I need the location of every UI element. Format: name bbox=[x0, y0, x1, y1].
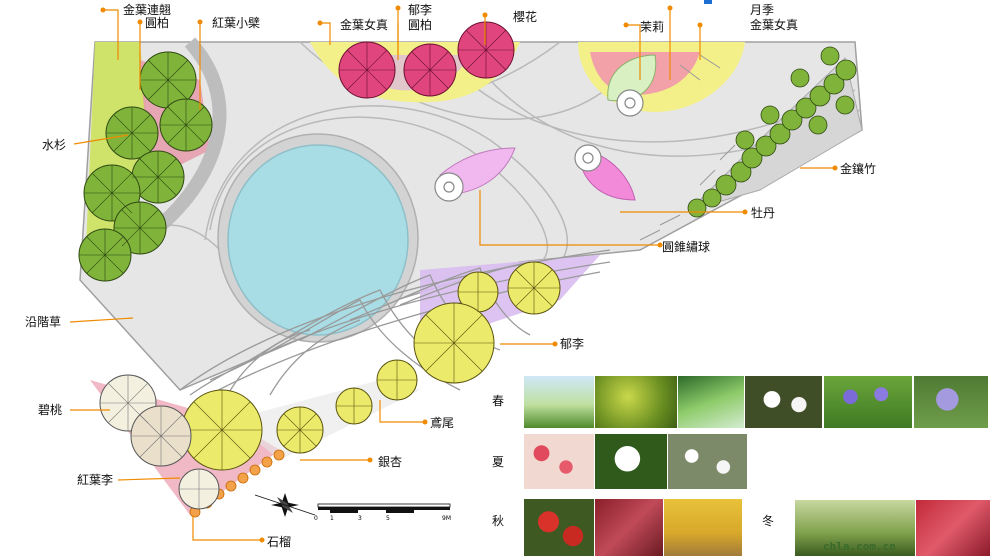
north-arrow-icon bbox=[254, 493, 316, 517]
label-yin-xing: 銀杏 bbox=[378, 455, 403, 469]
photo-summer-blossom bbox=[668, 434, 747, 489]
scale-tick-5: 5 bbox=[386, 515, 390, 522]
label-yan-jie-cao: 沿階草 bbox=[25, 315, 62, 329]
label-hong-ye-li: 紅葉李 bbox=[77, 473, 114, 487]
photo-summer-roses bbox=[524, 434, 594, 489]
leader-lines bbox=[69, 8, 835, 541]
label-yuan-zhui-xiu-qiu: 圓錐繡球 bbox=[662, 240, 711, 254]
photo-spring-iris bbox=[824, 376, 912, 428]
photo-spring-shrub bbox=[595, 376, 677, 428]
label-yuan-wei: 鳶尾 bbox=[430, 416, 455, 430]
white-flower-symbols bbox=[434, 89, 644, 202]
leader-dots bbox=[100, 5, 838, 543]
label-bi-tao: 碧桃 bbox=[38, 403, 63, 417]
photo-spring-grass bbox=[678, 376, 744, 428]
label-yuan-bai-mid: 圓柏 bbox=[408, 18, 433, 32]
label-jin-ye-nv-zhen-top: 金葉女真 bbox=[340, 18, 389, 32]
watermark: chla.com.cn bbox=[823, 540, 896, 553]
photo-winter-garden bbox=[795, 500, 915, 556]
scale-tick-9m: 9M bbox=[442, 515, 451, 522]
photo-summer-jasmine bbox=[595, 434, 667, 489]
label-ying-hua: 櫻花 bbox=[513, 10, 538, 24]
label-shui-shan: 水杉 bbox=[42, 138, 67, 152]
scale-bar bbox=[317, 503, 451, 513]
scale-tick-0: 0 bbox=[314, 515, 318, 522]
label-yuan-bai-top: 圓柏 bbox=[145, 16, 170, 30]
season-autumn: 秋 bbox=[492, 514, 505, 528]
season-spring: 春 bbox=[492, 394, 505, 408]
yellow-tree-spokes bbox=[182, 262, 560, 470]
bamboo-plants bbox=[687, 46, 857, 218]
scale-tick-1: 1 bbox=[330, 515, 334, 522]
label-jin-ye-nv-zhen-right: 金葉女真 bbox=[750, 18, 799, 32]
photo-autumn-ginkgo bbox=[664, 499, 742, 556]
season-winter: 冬 bbox=[762, 514, 775, 528]
label-yu-li-top: 郁李 bbox=[408, 3, 433, 17]
season-summer: 夏 bbox=[492, 455, 505, 469]
photo-winter-red bbox=[916, 500, 990, 556]
pond bbox=[227, 144, 409, 336]
label-shi-liu: 石榴 bbox=[267, 535, 292, 549]
photo-spring-hydrangea bbox=[914, 376, 988, 428]
pink-tree-spokes bbox=[339, 22, 514, 98]
bamboo-lines bbox=[639, 54, 736, 241]
top-marker-icon bbox=[704, 0, 712, 4]
cream-tree-spokes bbox=[100, 375, 219, 509]
label-mo-li: 茉莉 bbox=[640, 20, 665, 34]
label-yu-li-bottom: 郁李 bbox=[560, 337, 585, 351]
scale-tick-3: 3 bbox=[358, 515, 362, 522]
photo-autumn-red-leaves bbox=[595, 499, 663, 556]
label-mu-dan: 牡丹 bbox=[751, 206, 776, 220]
label-hong-ye-xiao-bo: 紅葉小檗 bbox=[212, 16, 261, 30]
photo-autumn-pomegranate bbox=[524, 499, 594, 556]
photo-spring-white-flowers bbox=[745, 376, 822, 428]
label-jin-ye-lian-qiao: 金葉連翹 bbox=[123, 3, 172, 17]
label-yue-ji: 月季 bbox=[750, 3, 775, 17]
green-tree-spokes bbox=[79, 52, 212, 281]
label-jin-xiang-zhu: 金鑲竹 bbox=[840, 162, 877, 176]
photo-spring-trees bbox=[524, 376, 594, 428]
bottom-left-paving bbox=[230, 380, 420, 460]
